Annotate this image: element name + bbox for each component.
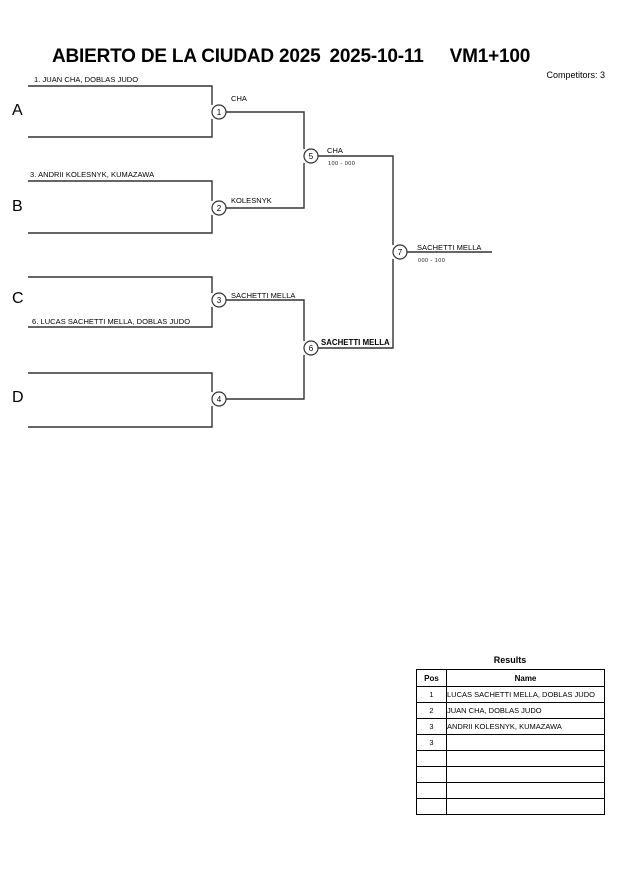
table-row: [416, 782, 605, 799]
result-position: 3: [416, 734, 447, 751]
result-position: [416, 766, 447, 783]
entry-name-3: 3. ANDRII KOLESNYK, KUMAZAWA: [30, 170, 155, 179]
match-5-score: 100 - 000: [328, 161, 356, 167]
column-header-name: Name: [446, 669, 605, 687]
result-position: [416, 798, 447, 815]
group-letter-b: B: [12, 198, 23, 215]
match-3-winner: SACHETTI MELLA: [231, 291, 296, 300]
match-number-4: 4: [217, 395, 222, 404]
table-row: [416, 798, 605, 815]
match-7-winner: SACHETTI MELLA: [417, 243, 482, 252]
match-number-2: 2: [217, 204, 222, 213]
match-number-7: 7: [398, 248, 403, 257]
table-row: 3: [416, 734, 605, 751]
result-name: [446, 766, 605, 783]
competitors-count: Competitors: 3: [546, 70, 605, 80]
match-1-winner: CHA: [231, 94, 247, 103]
bracket-lines: 1 2 3 4 5 6 7: [28, 85, 492, 428]
category-label: VM1+100: [449, 46, 531, 67]
title-row: ABIERTO DE LA CIUDAD 2025 2025-10-11 VM1+1…: [52, 46, 530, 68]
match-number-1: 1: [217, 108, 222, 117]
result-position: 1: [416, 686, 447, 703]
match-7-score: 000 - 100: [418, 258, 446, 264]
group-letter-a: A: [12, 102, 23, 119]
match-6-winner: SACHETTI MELLA: [321, 338, 390, 347]
result-position: 2: [416, 702, 447, 719]
result-name: [446, 782, 605, 799]
tournament-date: 2025-10-11: [329, 46, 424, 67]
match-number-5: 5: [309, 152, 314, 161]
result-position: [416, 750, 447, 767]
results-title: Results: [493, 655, 527, 665]
match-number-3: 3: [217, 296, 222, 305]
match-5-winner: CHA: [327, 146, 343, 155]
tournament-bracket: 1 2 3 4 5 6 7 A B C D 1. JUAN CHA, DOBLA…: [12, 75, 492, 428]
results-header-row: Pos Name: [416, 669, 605, 687]
result-name: JUAN CHA, DOBLAS JUDO: [446, 702, 605, 719]
result-position: [416, 782, 447, 799]
table-row: [416, 750, 605, 767]
result-name: LUCAS SACHETTI MELLA, DOBLAS JUDO: [446, 686, 605, 703]
result-name: [446, 798, 605, 815]
match-number-6: 6: [309, 344, 314, 353]
table-row: [416, 766, 605, 783]
tournament-title: ABIERTO DE LA CIUDAD 2025: [52, 46, 321, 67]
result-position: 3: [416, 718, 447, 735]
result-name: ANDRII KOLESNYK, KUMAZAWA: [446, 718, 605, 735]
entry-name-6: 6. LUCAS SACHETTI MELLA, DOBLAS JUDO: [32, 317, 191, 326]
result-name: [446, 750, 605, 767]
result-name: [446, 734, 605, 751]
group-letter-c: C: [12, 290, 24, 307]
page-header: ABIERTO DE LA CIUDAD 2025 2025-10-11 VM1+1…: [0, 0, 630, 86]
column-header-pos: Pos: [416, 669, 447, 687]
group-letter-d: D: [12, 389, 24, 406]
entry-name-1: 1. JUAN CHA, DOBLAS JUDO: [34, 75, 139, 84]
match-2-winner: KOLESNYK: [231, 196, 272, 205]
